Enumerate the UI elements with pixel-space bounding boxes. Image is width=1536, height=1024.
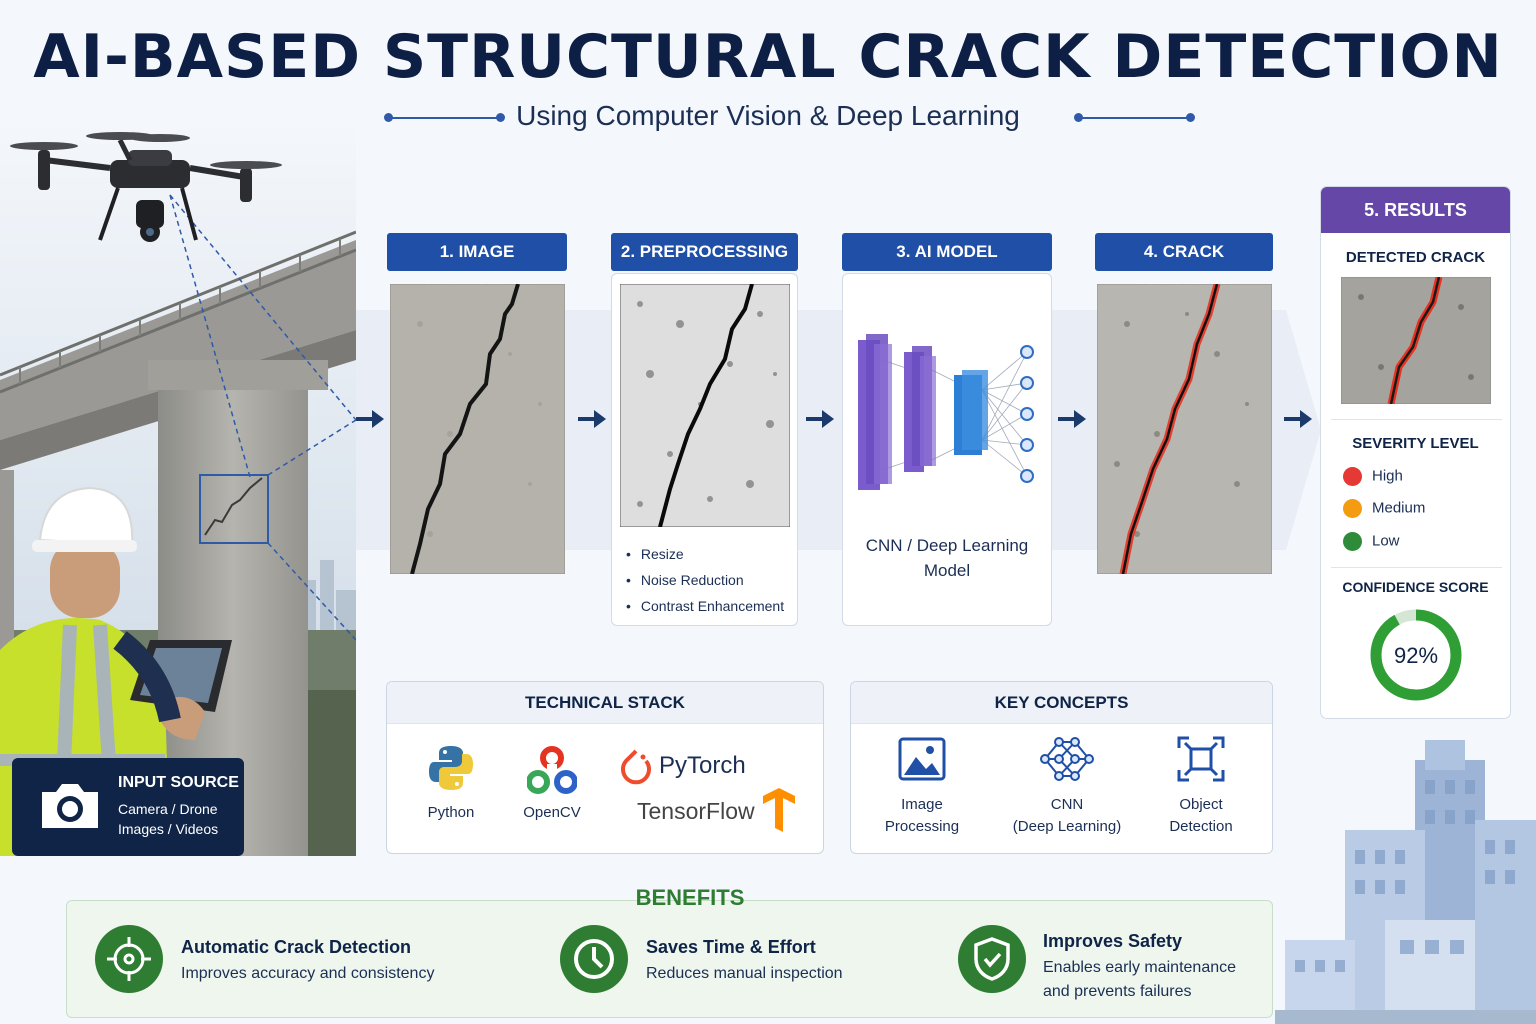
detection-icon	[1177, 736, 1225, 782]
concept-image-processing-line1: Image	[901, 796, 943, 813]
concrete-crack-image	[390, 284, 565, 574]
severity-low-label: Low	[1372, 532, 1400, 550]
cnn-diagram-icon	[858, 334, 1034, 490]
bridge-inspection-scene	[0, 120, 356, 856]
benefit-2-text: Reduces manual inspection	[646, 965, 843, 982]
concept-cnn-line2: (Deep Learning)	[1012, 818, 1122, 835]
concept-image-processing: Image Processing	[861, 794, 983, 838]
detected-crack-label: DETECTED CRACK	[1345, 249, 1486, 266]
ai-model-caption-line1: CNN / Deep Learning	[865, 536, 1029, 555]
key-concepts-panel: KEY CONCEPTS Image Processing CNN (Deep …	[850, 681, 1273, 854]
tool-tensorflow-label: TensorFlow	[637, 798, 755, 824]
benefit-2-title: Saves Time & Effort	[646, 937, 816, 957]
severity-high-dot	[1343, 467, 1362, 486]
camera-icon	[42, 784, 98, 828]
confidence-gauge: 92%	[1370, 609, 1462, 701]
preprocessing-bullet-noise: Noise Reduction	[626, 572, 744, 588]
results-panel: 5. RESULTS DETECTED CRACK SEVERITY LEVEL…	[1320, 186, 1511, 719]
severity-high-label: High	[1372, 467, 1403, 485]
network-icon	[1040, 737, 1094, 781]
arrow-right-icon	[806, 410, 834, 428]
city-buildings-illustration	[1275, 740, 1536, 1024]
benefit-1-text: Improves accuracy and consistency	[181, 965, 435, 982]
input-source-line2: Images / Videos	[118, 821, 219, 837]
step-1-header: 1. IMAGE ACQUISITION	[387, 233, 567, 299]
preprocessing-bullet-contrast: Contrast Enhancement	[626, 598, 784, 614]
severity-low: Low	[1343, 532, 1400, 551]
results-divider	[1331, 567, 1502, 568]
arrow-right-icon	[1058, 410, 1086, 428]
input-source-title: INPUT SOURCE	[118, 774, 239, 791]
pytorch-logo-icon	[621, 749, 651, 785]
severity-level-label: SEVERITY LEVEL	[1352, 435, 1479, 452]
tool-python-label: Python	[427, 804, 475, 821]
technical-stack-title: TECHNICAL STACK	[387, 682, 823, 724]
concept-cnn: CNN (Deep Learning)	[1001, 794, 1133, 838]
input-source-box: INPUT SOURCE Camera / Drone Images / Vid…	[12, 758, 244, 856]
confidence-value: 92%	[1394, 643, 1438, 668]
benefits-panel: Automatic Crack Detection Improves accur…	[66, 900, 1273, 1018]
confidence-gauge-arc	[1370, 609, 1462, 701]
severity-medium: Medium	[1343, 499, 1425, 518]
concept-object-detection-line1: Object	[1179, 796, 1223, 813]
tool-pytorch-label: PyTorch	[659, 752, 746, 779]
preprocessing-bullet-resize: Resize	[626, 546, 684, 562]
arrow-right-icon	[578, 410, 606, 428]
arrow-right-icon	[1284, 410, 1312, 428]
severity-medium-label: Medium	[1372, 499, 1426, 517]
concept-cnn-line1: CNN	[1050, 796, 1084, 813]
benefit-3-line1: Enables early maintenance	[1043, 959, 1237, 976]
concept-object-detection-line2: Detection	[1169, 818, 1233, 835]
preprocessed-crack-image	[620, 284, 790, 527]
step-2-header: 2. PREPROCESSING	[611, 233, 798, 271]
shield-icon	[958, 925, 1026, 993]
opencv-logo-icon	[527, 746, 577, 794]
subtitle-right-end-dot	[1186, 113, 1195, 122]
benefit-1-title: Automatic Crack Detection	[181, 937, 412, 957]
key-concepts-title: KEY CONCEPTS	[851, 682, 1272, 724]
concept-object-detection: Object Detection	[1141, 794, 1261, 838]
page-title: AI-BASED STRUCTURAL CRACK DETECTION	[33, 22, 1503, 92]
benefit-3-text: Enables early maintenance and prevents f…	[1043, 956, 1236, 1004]
page-subtitle: Using Computer Vision & Deep Learning	[516, 100, 1020, 131]
benefits-title: BENEFITS	[635, 885, 745, 910]
technical-stack-panel: TECHNICAL STACK Python OpenCV PyTorch Te…	[386, 681, 824, 854]
results-divider	[1331, 419, 1502, 420]
detected-crack-image	[1097, 284, 1272, 574]
subtitle-left-line	[388, 117, 503, 119]
ai-model-caption: CNN / Deep Learning Model	[842, 533, 1052, 583]
ai-model-caption-line2: Model	[923, 561, 971, 580]
benefit-3-line2: and prevents failures	[1043, 983, 1192, 1000]
pipeline-band	[356, 310, 1321, 550]
tensorflow-logo-icon	[763, 788, 795, 832]
step-3-header: 3. AI MODEL	[842, 233, 1052, 271]
subtitle-left-end-dot	[496, 113, 505, 122]
arrow-right-icon	[356, 410, 384, 428]
python-logo-icon	[429, 746, 473, 790]
concept-image-processing-line2: Processing	[884, 818, 960, 835]
detected-crack-thumbnail	[1341, 277, 1491, 404]
clock-icon	[560, 925, 628, 993]
confidence-score-label: CONFIDENCE SCORE	[1342, 579, 1489, 595]
input-source-line1: Camera / Drone	[118, 801, 218, 817]
severity-medium-dot	[1343, 499, 1362, 518]
subtitle-right-line	[1078, 117, 1193, 119]
image-icon	[898, 737, 946, 781]
step-4-header: 4. CRACK DETECTION	[1095, 233, 1273, 299]
tool-opencv-label: OpenCV	[523, 804, 581, 821]
target-icon	[95, 925, 163, 993]
benefit-3-title: Improves Safety	[1043, 931, 1183, 951]
severity-high: High	[1343, 467, 1403, 486]
severity-low-dot	[1343, 532, 1362, 551]
results-header: 5. RESULTS	[1321, 187, 1510, 233]
